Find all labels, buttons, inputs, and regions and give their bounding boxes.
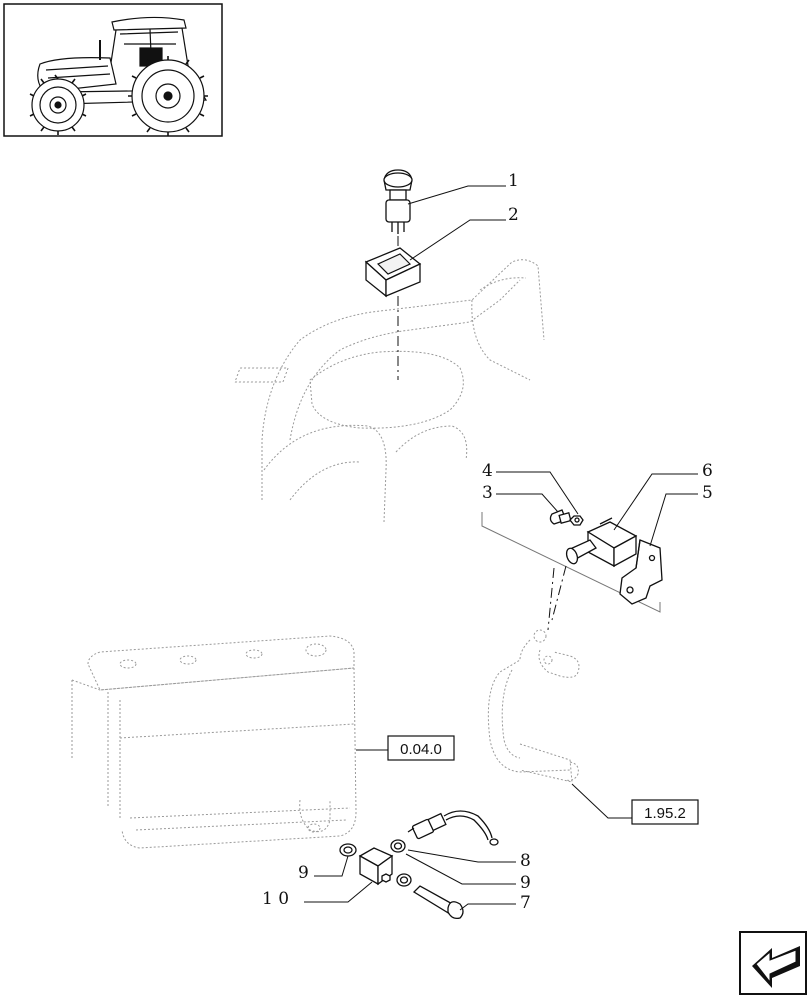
- callout-9-left: 9: [298, 863, 309, 883]
- push-switch-part: [383, 169, 413, 234]
- callout-labels: 1 2 3 4 5 6 7 8 9 9 1 0: [262, 171, 713, 913]
- pressure-switch-part: [565, 517, 638, 568]
- callout-9-right: 9: [520, 873, 531, 893]
- reference-box-1-95-2[interactable]: 1.95.2: [631, 799, 699, 825]
- reference-label[interactable]: 1.95.2: [644, 805, 686, 822]
- banjo-bolt-part: [412, 885, 464, 920]
- sensor-group: [339, 810, 499, 920]
- washer-part-lower: [396, 873, 412, 887]
- next-page-arrow-icon[interactable]: [739, 931, 807, 995]
- adapter-block-part: [358, 847, 394, 886]
- washer-part-left: [339, 843, 357, 857]
- callout-6: 6: [702, 461, 713, 481]
- callout-3: 3: [482, 483, 493, 503]
- screw-part: [549, 509, 572, 525]
- switch-assembly-top: [364, 169, 422, 380]
- tractor-icon: [29, 16, 208, 136]
- reference-box-0-04-0[interactable]: 0.04.0: [387, 735, 455, 761]
- callout-8: 8: [520, 851, 531, 871]
- callout-7: 7: [520, 893, 531, 913]
- tractor-thumbnail: [3, 3, 223, 137]
- engine-ghost: [71, 635, 357, 849]
- leader-lines: [304, 185, 698, 911]
- callout-4: 4: [482, 461, 493, 481]
- temperature-sensor-part: [407, 810, 499, 846]
- bracket-switch-assembly: [481, 509, 663, 631]
- washer-part-right: [390, 839, 406, 853]
- pipe-ghost: [487, 629, 580, 783]
- callout-2: 2: [508, 205, 519, 225]
- nut-part: [569, 515, 584, 526]
- switch-bezel-part: [364, 247, 422, 298]
- dashboard-ghost: [234, 259, 545, 523]
- reference-label[interactable]: 0.04.0: [400, 741, 442, 758]
- mounting-bracket-part: [619, 539, 663, 605]
- callout-1: 1: [508, 171, 519, 191]
- callout-5: 5: [702, 483, 713, 503]
- callout-10: 1 0: [262, 889, 289, 909]
